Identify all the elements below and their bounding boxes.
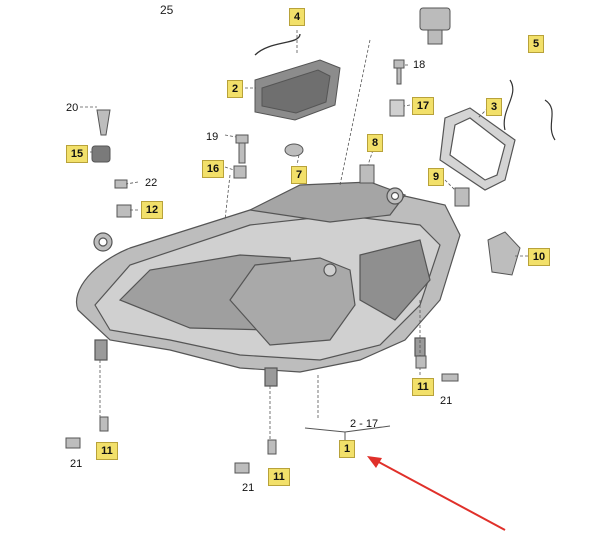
label-22: 22 (145, 177, 158, 189)
cover-part-2 (254, 59, 341, 121)
callout-4: 4 (289, 8, 305, 26)
callout-8: 8 (367, 134, 383, 152)
wire-part-4 (254, 33, 301, 56)
callout-16: 16 (202, 160, 224, 178)
callout-11-left: 11 (96, 442, 118, 460)
callout-2: 2 (227, 80, 243, 98)
headlight-housing (75, 181, 461, 387)
callout-12: 12 (141, 201, 163, 219)
leader-lines (80, 30, 528, 440)
label-18: 18 (413, 59, 426, 71)
small-parts (65, 59, 521, 474)
label-21-right: 21 (440, 395, 453, 407)
callout-15: 15 (66, 145, 88, 163)
callout-11-right: 11 (412, 378, 434, 396)
callout-9: 9 (428, 168, 444, 186)
diagram-number: 25 (160, 3, 174, 17)
label-20: 20 (66, 102, 79, 114)
callout-1: 1 (339, 440, 355, 458)
bulb-top (419, 7, 451, 45)
pointer-arrow (367, 456, 506, 531)
bezel-part-3 (439, 107, 516, 191)
wire-part-5 (503, 79, 556, 141)
callout-7: 7 (291, 166, 307, 184)
callout-17: 17 (412, 97, 434, 115)
label-21-center: 21 (242, 482, 255, 494)
range-label: 2 - 17 (350, 418, 379, 430)
label-19: 19 (206, 131, 219, 143)
callout-5: 5 (528, 35, 544, 53)
callout-3: 3 (486, 98, 502, 116)
callout-10: 10 (528, 248, 550, 266)
label-21-left: 21 (70, 458, 83, 470)
callout-11-center: 11 (268, 468, 290, 486)
